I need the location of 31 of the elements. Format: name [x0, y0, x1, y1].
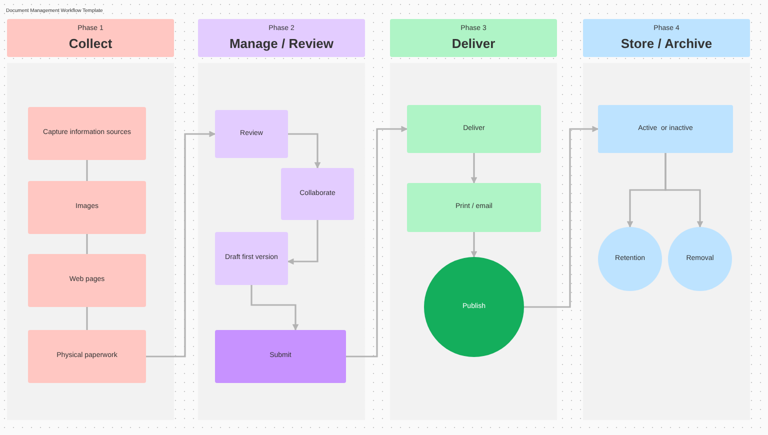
process-box [28, 330, 146, 383]
process-box [28, 107, 146, 160]
arrow [470, 153, 478, 184]
arrow [250, 285, 299, 331]
phase-header [198, 19, 365, 57]
phase-header [390, 19, 557, 57]
arrow [288, 133, 321, 169]
process-box [28, 254, 146, 307]
process-box [281, 168, 354, 220]
arrow [470, 232, 478, 258]
phase-title: Manage / Review [229, 36, 334, 52]
phase-header [583, 19, 750, 57]
arrow [664, 153, 704, 228]
phase-title: Collect [68, 36, 112, 52]
arrow [346, 126, 408, 358]
connector-line [86, 234, 88, 254]
phase-title: Store / Archive [620, 36, 712, 52]
phase-header [7, 19, 174, 57]
connector-line [86, 160, 88, 181]
arrow [287, 220, 318, 265]
process-box [215, 232, 288, 285]
process-box [407, 105, 541, 153]
phase-title: Deliver [452, 36, 496, 52]
arrow [524, 126, 599, 308]
process-box [28, 181, 146, 234]
process-box [215, 330, 346, 383]
connector-line [86, 307, 88, 330]
process-box [598, 105, 733, 153]
arrow [146, 130, 216, 358]
process-box [215, 110, 288, 158]
process-box [407, 183, 541, 232]
